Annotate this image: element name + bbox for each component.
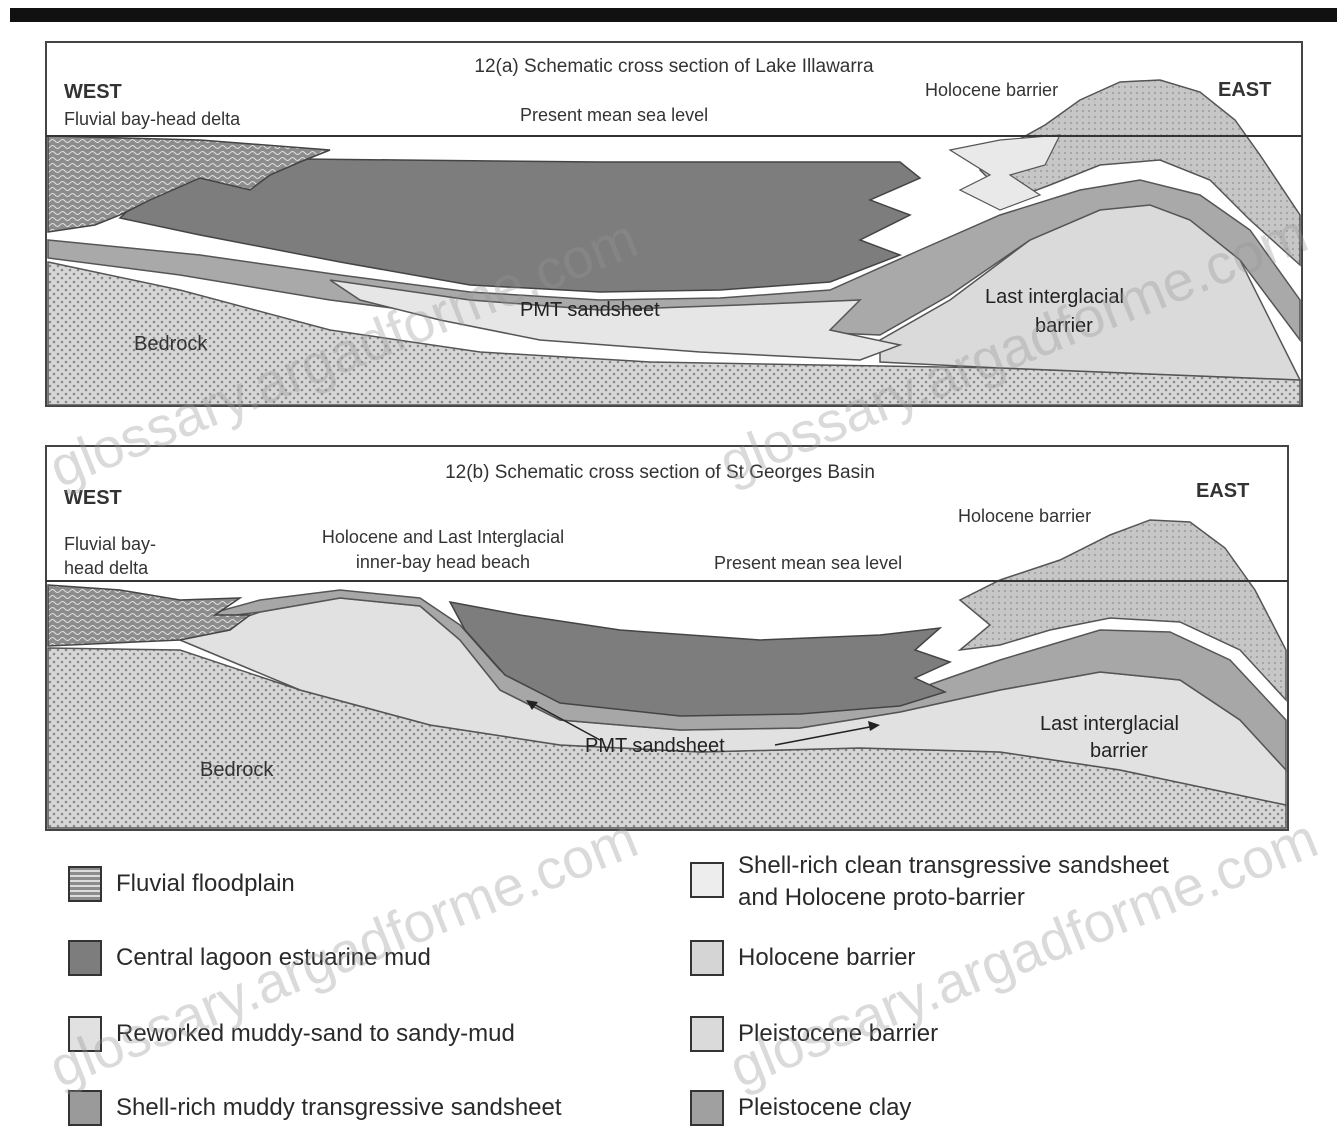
panel-b-delta-label-1: Fluvial bay-: [64, 534, 156, 554]
panel-b-last-interglacial-label: Last interglacial: [1040, 713, 1179, 735]
lagoon-swatch: [68, 940, 102, 976]
panel-b-pmt-label: PMT sandsheet: [585, 735, 725, 757]
panel-a-delta-label: Fluvial bay-head delta: [64, 109, 241, 129]
legend-label-pleistocene-clay: Pleistocene clay: [738, 1092, 911, 1124]
legend-item-holocene-barrier: Holocene barrier: [690, 940, 915, 976]
panel-a-east-label: EAST: [1218, 79, 1271, 101]
legend-label-clean-sandsheet-1: Shell-rich clean transgressive sandsheet: [738, 850, 1169, 882]
panel-b-sea-level-label: Present mean sea level: [714, 553, 902, 573]
legend-item-fluvial: Fluvial floodplain: [68, 866, 295, 902]
panel-a: 12(a) Schematic cross section of Lake Il…: [46, 42, 1302, 406]
panel-b-holocene-barrier-label: Holocene barrier: [958, 506, 1091, 526]
panel-b-bedrock-label: Bedrock: [200, 759, 274, 781]
panel-b-inner-beach-label-2: inner-bay head beach: [356, 552, 530, 572]
panel-b-inner-beach-label-1: Holocene and Last Interglacial: [322, 527, 564, 547]
panel-b: 12(b) Schematic cross section of St Geor…: [46, 446, 1288, 830]
pleistocene-barrier-swatch: [690, 1016, 724, 1052]
panel-a-west-label: WEST: [64, 81, 122, 103]
panel-b-east-label: EAST: [1196, 480, 1249, 502]
panel-b-delta-label-2: head delta: [64, 558, 149, 578]
legend-label-fluvial: Fluvial floodplain: [116, 868, 295, 900]
panel-a-sea-level-label: Present mean sea level: [520, 105, 708, 125]
legend-item-muddy-sandsheet: Shell-rich muddy transgressive sandsheet: [68, 1090, 562, 1126]
pleistocene-clay-swatch: [690, 1090, 724, 1126]
clean-sandsheet-swatch: [690, 862, 724, 898]
panel-b-barrier-label: barrier: [1090, 740, 1148, 762]
panel-b-title: 12(b) Schematic cross section of St Geor…: [445, 462, 875, 483]
holocene-barrier-swatch: [690, 940, 724, 976]
legend-item-pleistocene-clay: Pleistocene clay: [690, 1090, 911, 1126]
panel-a-holocene-barrier-label: Holocene barrier: [925, 80, 1058, 100]
legend-label-muddy-sandsheet: Shell-rich muddy transgressive sandsheet: [116, 1092, 562, 1124]
panel-a-bedrock-label: Bedrock: [134, 333, 208, 355]
panel-a-title: 12(a) Schematic cross section of Lake Il…: [474, 56, 874, 77]
legend-label-holocene-barrier: Holocene barrier: [738, 942, 915, 974]
fluvial-swatch: [68, 866, 102, 902]
